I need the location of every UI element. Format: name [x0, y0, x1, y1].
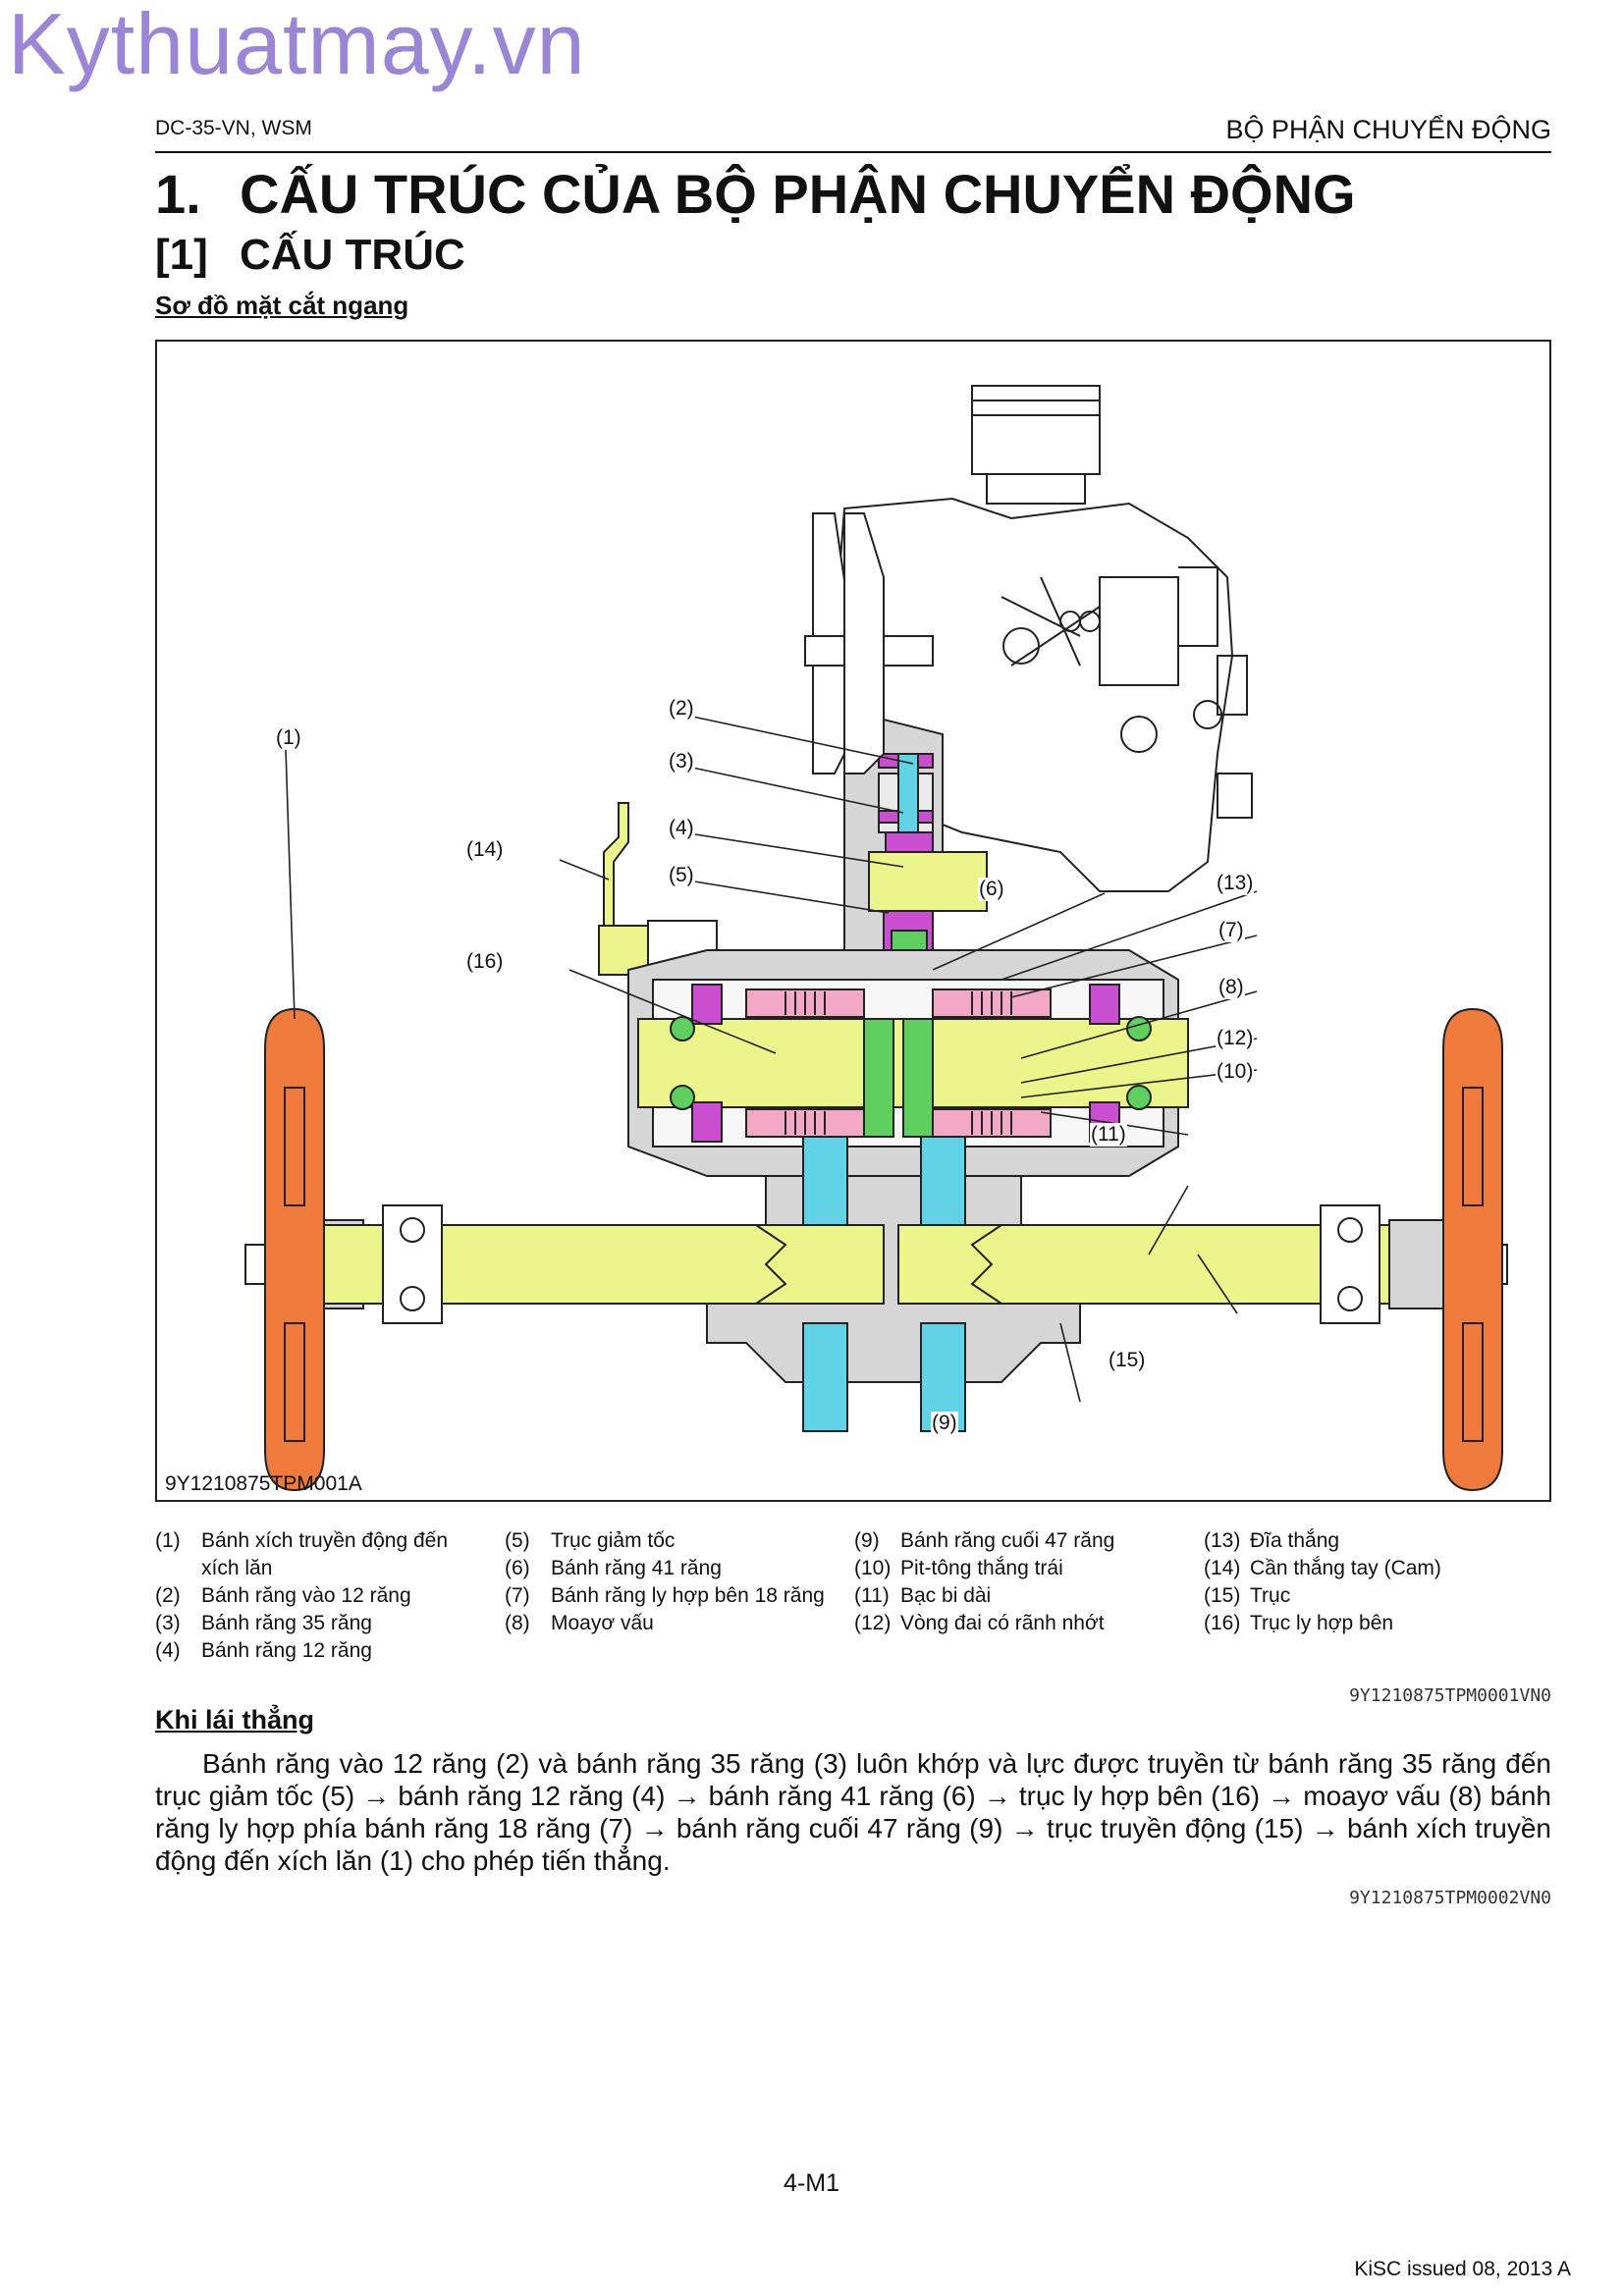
legend-column-2: (5)Trục giảm tốc (6)Bánh răng 41 răng (7…: [505, 1527, 858, 1637]
page-number: 4-M1: [784, 2169, 839, 2197]
cross-section-figure: (1) (2) (3) (4) (5) (6) (7) (8) (9) (10)…: [155, 340, 1551, 1502]
footer-issue-note: KiSC issued 08, 2013 A: [1354, 2258, 1571, 2280]
header-document-code: DC-35-VN, WSM: [155, 117, 312, 139]
legend-item: (11)Bạc bi dài: [854, 1584, 992, 1607]
page-title-number: 1.: [155, 163, 201, 225]
section-heading: [1] CẤU TRÚC: [155, 231, 465, 280]
header-rule: [155, 151, 1551, 153]
page-title: 1. CẤU TRÚC CỦA BỘ PHẬN CHUYỂN ĐỘNG: [155, 162, 1356, 226]
figure-title: Sơ đồ mặt cắt ngang: [155, 291, 409, 320]
subsection-paragraph: Bánh răng vào 12 răng (2) và bánh răng 3…: [155, 1748, 1551, 1876]
legend-item: (7)Bánh răng ly hợp bên 18 răng: [505, 1584, 825, 1607]
section-heading-text: CẤU TRÚC: [240, 231, 465, 279]
legend-item: (9)Bánh răng cuối 47 răng: [854, 1529, 1115, 1552]
legend-item: (16)Trục ly hợp bên: [1204, 1612, 1394, 1634]
page-title-text: CẤU TRÚC CỦA BỘ PHẬN CHUYỂN ĐỘNG: [240, 163, 1356, 225]
legend-item: (14)Cần thắng tay (Cam): [1204, 1557, 1441, 1579]
section-heading-number: [1]: [155, 231, 208, 279]
subsection-title: Khi lái thẳng: [155, 1705, 314, 1735]
figure-callout-6: (6): [978, 878, 1005, 901]
figure-callout-3: (3): [668, 750, 695, 774]
figure-callout-13: (13): [1216, 872, 1255, 895]
figure-callout-1: (1): [275, 726, 302, 750]
figure-callout-7: (7): [1217, 919, 1245, 942]
paragraph-document-code: 9Y1210875TPM0002VN0: [1349, 1888, 1551, 1908]
figure-callout-14: (14): [465, 838, 505, 862]
figure-callout-2: (2): [668, 697, 695, 721]
legend-item: (5)Trục giảm tốc: [505, 1529, 676, 1552]
legend-item: (15)Trục: [1204, 1584, 1291, 1607]
figure-callout-11: (11): [1090, 1123, 1127, 1147]
figure-callout-12: (12): [1216, 1027, 1255, 1050]
figure-callout-16: (16): [465, 950, 505, 974]
legend-item: (4)Bánh răng 12 răng: [155, 1639, 372, 1662]
legend-column-1: (1)Bánh xích truyền động đến xích lăn (2…: [155, 1527, 489, 1665]
legend-document-code: 9Y1210875TPM0001VN0: [1349, 1685, 1551, 1706]
figure-code: 9Y1210875TPM001A: [165, 1472, 362, 1495]
figure-callout-5: (5): [668, 864, 695, 887]
watermark-logo: Kythuatmay.vn: [8, 0, 586, 92]
legend-item: (1)Bánh xích truyền động đến xích lăn: [155, 1529, 449, 1579]
figure-callout-8: (8): [1217, 976, 1245, 999]
figure-callout-15: (15): [1108, 1349, 1147, 1372]
legend-column-3: (9)Bánh răng cuối 47 răng (10)Pit-tông t…: [854, 1527, 1208, 1637]
legend-item: (8)Moayơ vấu: [505, 1612, 654, 1634]
figure-callout-9: (9): [931, 1412, 958, 1435]
legend-item: (13)Đĩa thắng: [1204, 1529, 1340, 1552]
legend-item: (3)Bánh răng 35 răng: [155, 1612, 372, 1634]
legend-item: (2)Bánh răng vào 12 răng: [155, 1584, 411, 1607]
legend-item: (6)Bánh răng 41 răng: [505, 1557, 722, 1579]
transmission-cross-section-drawing: [244, 385, 1508, 1492]
legend-item: (12)Vòng đai có rãnh nhớt: [854, 1612, 1105, 1634]
legend-item: (10)Pit-tông thắng trái: [854, 1557, 1063, 1579]
legend-column-4: (13)Đĩa thắng (14)Cần thắng tay (Cam) (1…: [1204, 1527, 1551, 1637]
figure-callout-10: (10): [1216, 1060, 1255, 1084]
figure-callout-4: (4): [668, 817, 695, 840]
header-section-title: BỘ PHẬN CHUYỂN ĐỘNG: [1225, 115, 1551, 144]
